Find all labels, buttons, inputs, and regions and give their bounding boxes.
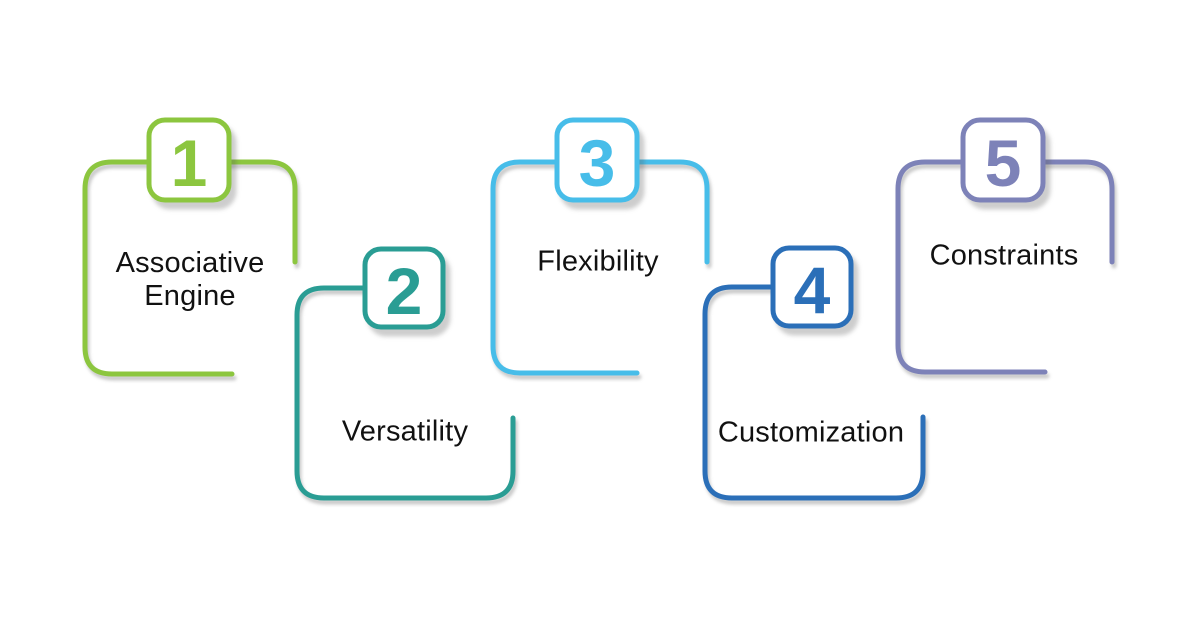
step-5: 5 <box>895 117 1115 375</box>
step-label-4: Customization <box>717 416 905 449</box>
step-label-2: Versatility <box>341 415 469 448</box>
step-4: 4 <box>702 245 926 501</box>
step-1: 1 <box>82 117 298 377</box>
step-label-1: Associative Engine <box>115 247 265 312</box>
step-badge-3 <box>554 117 640 203</box>
step-badge-2 <box>362 246 446 330</box>
step-number-3: 3 <box>579 126 616 200</box>
step-badge-1 <box>146 117 232 203</box>
step-badge-4 <box>770 245 854 329</box>
step-label-3: Flexibility <box>537 245 659 278</box>
step-number-2: 2 <box>386 254 423 328</box>
step-frame-3 <box>490 159 710 376</box>
step-label-5: Constraints <box>929 239 1079 272</box>
step-2: 2 <box>294 246 516 501</box>
step-number-1: 1 <box>171 126 208 200</box>
step-number-4: 4 <box>794 253 831 327</box>
step-3: 3 <box>490 117 710 376</box>
step-frame-2 <box>294 285 516 501</box>
step-frame-5 <box>895 159 1115 375</box>
step-number-5: 5 <box>985 126 1022 200</box>
step-frame-4 <box>702 284 926 501</box>
step-badge-5 <box>960 117 1046 203</box>
step-frame-1 <box>82 159 298 377</box>
